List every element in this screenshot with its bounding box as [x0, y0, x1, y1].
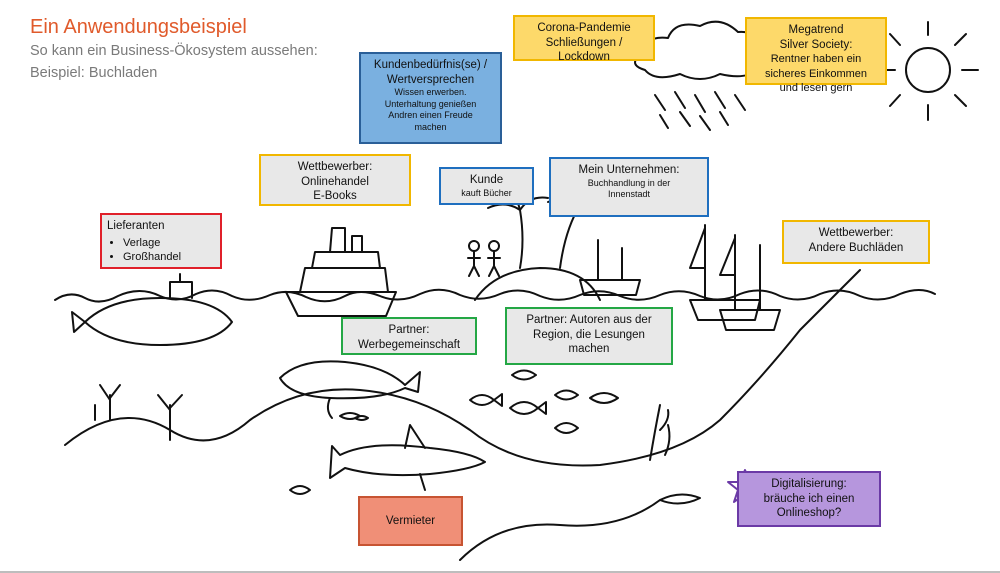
box-mein-unternehmen: Mein Unternehmen: Buchhandlung in der In…	[549, 157, 709, 217]
seabed-line	[64, 269, 861, 467]
submarine-icon	[84, 297, 233, 346]
sailing-ship-icon	[689, 224, 761, 321]
list-item: Großhandel	[123, 250, 215, 264]
box-corona-pandemie: Corona-Pandemie Schließungen / Lockdown	[513, 15, 655, 63]
list-item: Verlage	[123, 236, 215, 250]
shark-icon	[329, 444, 486, 479]
box-lieferanten: Lieferanten Verlage Großhandel	[100, 213, 222, 269]
island-shape	[474, 267, 601, 301]
lieferanten-list: Verlage Großhandel	[107, 236, 215, 264]
box-partner-autoren: Partner: Autoren aus der Region, die Les…	[505, 307, 673, 365]
slide-subtitle-example: Beispiel: Buchladen	[30, 65, 158, 81]
box-wettbewerber-andere: Wettbewerber: Andere Buchläden	[782, 220, 930, 264]
box-wettbewerber-onlinehandel: Wettbewerber: Onlinehandel E-Books	[259, 154, 411, 206]
cruise-ship-icon	[285, 291, 397, 317]
fish-school-icon	[289, 369, 619, 495]
sun-icon	[905, 47, 951, 93]
box-vermieter: Vermieter	[358, 496, 463, 546]
box-megatrend-silver-society: Megatrend Silver Society: Rentner haben …	[745, 17, 887, 94]
box-kunde: Kunde kauft Bücher	[439, 167, 534, 205]
box-digitalisierung: Digitalisierung: bräuche ich einen Onlin…	[737, 471, 881, 527]
slide-subtitle: So kann ein Business-Ökosystem aussehen:	[30, 43, 318, 59]
slide-title: Ein Anwendungsbeispiel	[30, 16, 247, 38]
box-partner-werbegemeinschaft: Partner: Werbegemeinschaft	[341, 317, 477, 355]
whale-icon	[279, 360, 421, 400]
box-kundenbeduerfnis: Kundenbedürfnis(se) / Wertversprechen Wi…	[359, 52, 502, 144]
slide-bottom-border	[0, 571, 1000, 573]
